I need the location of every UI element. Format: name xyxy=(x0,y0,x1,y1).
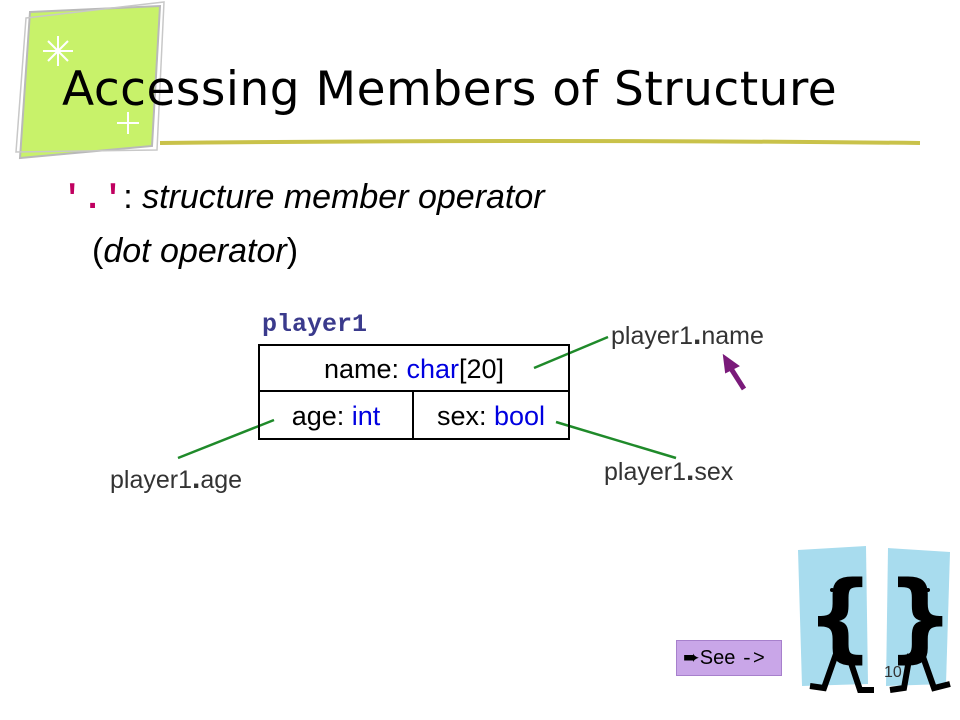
bullet-text-continued: (dot operator) xyxy=(92,232,298,271)
title-underline xyxy=(159,139,921,145)
page-number: 10 xyxy=(884,664,902,681)
label-dot: . xyxy=(693,318,702,351)
member-name-cell: name: char[20] xyxy=(260,346,568,392)
dot-operator-term: dot operator xyxy=(103,232,287,270)
see-button-arrow: -> xyxy=(740,648,765,671)
label-object: player1 xyxy=(611,322,693,350)
label-player1-sex: player1.sex xyxy=(604,454,733,488)
struct-diagram: name: char[20] age: int sex: bool xyxy=(258,344,570,440)
label-object: player1 xyxy=(604,458,686,486)
label-member: age xyxy=(200,466,243,494)
bullet-separator: : xyxy=(123,178,143,216)
member-name-label: name: xyxy=(323,354,407,384)
svg-text:{: { xyxy=(806,561,874,673)
label-dot: . xyxy=(192,462,201,495)
label-player1-name: player1.name xyxy=(611,318,764,352)
title-decoration-icon xyxy=(15,1,165,160)
connector-sex xyxy=(555,420,677,460)
member-age-cell: age: int xyxy=(260,392,414,440)
paren-close: ) xyxy=(286,232,299,270)
label-member: sex xyxy=(694,458,734,486)
member-name-type: char xyxy=(406,354,460,384)
label-dot: . xyxy=(686,454,695,487)
label-member: name xyxy=(701,322,764,350)
struct-variable-name: player1 xyxy=(262,310,368,339)
member-sex-type: bool xyxy=(493,401,546,431)
see-next-button[interactable]: ➨See -> xyxy=(676,640,782,676)
member-age-type: int xyxy=(351,401,381,431)
member-name-size: [20] xyxy=(459,354,505,384)
braces-mascot-icon: { } xyxy=(798,546,954,693)
slide-title: Accessing Members of Structure xyxy=(62,62,838,117)
label-object: player1 xyxy=(110,466,192,494)
arrow-right-icon: ➨ xyxy=(683,647,700,669)
member-sex-cell: sex: bool xyxy=(414,392,568,440)
bullet-text: '.': structure member operator xyxy=(62,178,545,219)
svg-text:}: } xyxy=(886,561,954,673)
pointer-arrow-icon xyxy=(722,353,747,391)
see-button-label: See xyxy=(699,647,741,669)
member-age-label: age: xyxy=(291,401,352,431)
label-player1-age: player1.age xyxy=(110,462,242,496)
member-sex-label: sex: xyxy=(436,401,494,431)
paren-open: ( xyxy=(92,232,104,270)
connector-name xyxy=(533,335,609,370)
operator-literal: '.' xyxy=(62,181,124,219)
bullet-description: structure member operator xyxy=(142,178,545,216)
